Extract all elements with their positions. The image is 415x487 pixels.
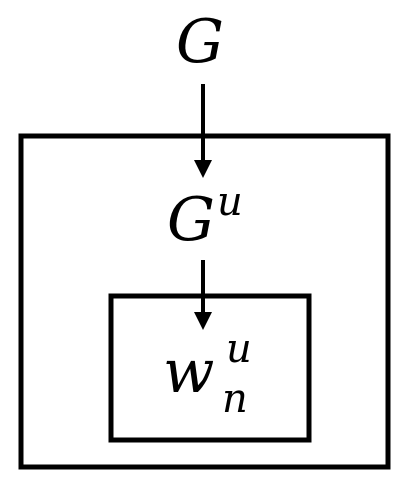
arrowhead-middle-to-inner	[194, 312, 212, 330]
middle-node: G u	[167, 179, 243, 255]
top-node-label: G	[176, 7, 224, 77]
inner-node-superscript: u	[226, 326, 252, 372]
top-node: G	[176, 7, 224, 77]
inner-node: w u n	[163, 326, 252, 422]
middle-node-base: G	[167, 185, 215, 255]
inner-node-base: w	[163, 337, 214, 407]
inner-node-subscript: n	[222, 376, 248, 422]
middle-node-superscript: u	[217, 179, 243, 225]
inner-plate	[108, 293, 312, 443]
arrowhead-top-to-middle	[194, 160, 212, 178]
